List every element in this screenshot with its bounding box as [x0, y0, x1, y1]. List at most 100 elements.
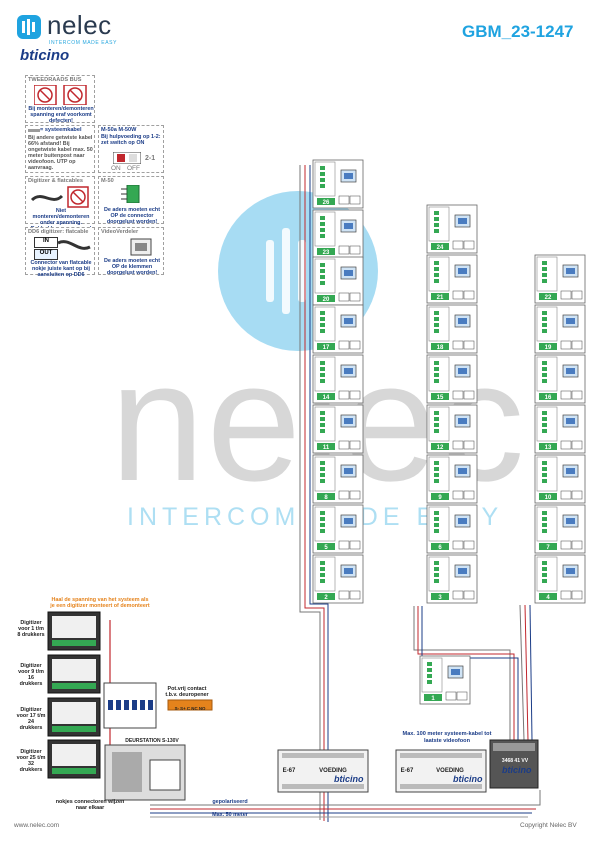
relay-terminal: [167, 699, 213, 711]
column-3-unit-22-terminal-pin: [542, 273, 547, 277]
digitizer-4-connector: [52, 768, 96, 774]
dip-switch: [116, 700, 121, 710]
column-1-unit-5-terminal-pin: [320, 529, 325, 533]
column-2-unit-9-terminal-pin: [434, 461, 439, 465]
column-2-unit-6-number: 6: [438, 545, 442, 551]
column-3-unit-10-n-box: [560, 490, 572, 500]
single-unit-1-p-box: [456, 691, 468, 701]
column-3-unit-7-terminal-pin: [542, 511, 547, 515]
column-2-unit-3-terminal-pin: [434, 579, 439, 583]
column-3-unit-16-number: 16: [545, 395, 552, 401]
column-3-unit-13-number: 13: [545, 445, 552, 451]
verdeler-terminals: [493, 743, 535, 751]
nokjes-note: nokjes connectoren wijzen naar elkaar: [55, 799, 125, 811]
single-unit-1-terminal-pin: [427, 674, 432, 678]
column-2-unit-24-terminal-pin: [434, 229, 439, 233]
column-2-unit-15-p-box: [463, 390, 475, 400]
column-3-unit-10-p-box: [571, 490, 583, 500]
column-1-unit-23-terminal-pin: [320, 216, 325, 220]
max100-label: Max. 100 meter systeem-kabel tot laatste…: [402, 731, 492, 744]
column-2-unit-9-n-box: [452, 490, 464, 500]
column-2-unit-18-number: 18: [437, 345, 444, 351]
wire-bottom-gray: [150, 790, 541, 806]
column-1-unit-26-number-badge: [317, 198, 335, 205]
column-1-unit-23-number: 23: [323, 250, 330, 256]
wire-column-3-red: [524, 604, 529, 741]
column-1-unit-20-number-badge: [317, 295, 335, 302]
column-3-unit-7-number-badge: [539, 543, 557, 550]
column-1-unit-26-number: 26: [323, 200, 330, 206]
column-2-unit-15-number-badge: [431, 393, 449, 400]
column-3-unit-13-terminal-pin: [542, 429, 547, 433]
column-3-unit-19-number: 19: [545, 345, 552, 351]
panel-bus-title: TWEEDRAADS BUS: [28, 77, 82, 83]
column-2-unit-3-terminal-pin: [434, 567, 439, 571]
voeding2-label: VOEDING: [436, 768, 464, 774]
column-3-unit-16-n-box: [560, 390, 572, 400]
panel-m50-2: M-50 De aders moeten echt OP de connecto…: [98, 176, 164, 225]
column-2-unit-3-screen: [458, 568, 467, 574]
column-3-unit-19-p-box: [571, 340, 583, 350]
column-1-unit-17-terminal-pin: [320, 317, 325, 321]
column-1-unit-17-terminal-pin: [320, 329, 325, 333]
column-1-unit-26-p-box: [349, 195, 361, 205]
column-1-unit-14-terminal-pin: [320, 367, 325, 371]
column-2-unit-12-terminal-pin: [434, 417, 439, 421]
switch-off-label: OFF: [127, 165, 140, 172]
column-3-unit-13-terminal-pin: [542, 417, 547, 421]
panel-m50-2-note: De aders moeten echt OP de connector doo…: [103, 207, 161, 225]
column-2-unit-9-screen: [458, 468, 467, 474]
column-2-unit-3-terminal-pin: [434, 561, 439, 565]
column-2-unit-3-p-box: [463, 590, 475, 600]
column-1-unit-23-terminal-pin: [320, 228, 325, 232]
column-1-unit-14-p-box: [349, 390, 361, 400]
wire-column-2-gray: [413, 606, 511, 740]
videoverdeler-icon: [130, 238, 152, 256]
footer-website[interactable]: www.nelec.com: [14, 822, 60, 829]
column-1-unit-5-number: 5: [324, 545, 328, 551]
bticino-logo: bticino: [20, 47, 70, 64]
wire-column-2-red: [417, 606, 515, 740]
column-1-unit-5-screen: [344, 518, 353, 524]
column-1-unit-5-terminal-pin: [320, 511, 325, 515]
panel-vv-note: De aders moeten echt OP de klemmen doorg…: [103, 258, 161, 276]
column-2-unit-24-number-badge: [431, 243, 449, 250]
voeding-2-bottom-terminals: [400, 784, 482, 789]
column-3-unit-7-p-box: [571, 540, 583, 550]
digitizer-1-label-plate: [52, 616, 96, 638]
dip-switch: [108, 700, 113, 710]
panel-cable-note: Bij andere getwiste kabel 66% afstand! B…: [28, 135, 93, 171]
gepolariseerd-label: gepolariseerd: [212, 799, 248, 805]
panel-vv-title: VideoVerdeler: [101, 229, 139, 235]
column-3-unit-7-terminal-pin: [542, 523, 547, 527]
panel-m50-title: M-50a M-50W: [101, 127, 137, 133]
digitizer-2-connector: [52, 683, 96, 689]
column-2-unit-21-number: 21: [437, 295, 444, 301]
column-3-unit-4-p-box: [571, 590, 583, 600]
voeding-2-top-terminals: [400, 753, 482, 758]
column-1-unit-5-terminal-pin: [320, 517, 325, 521]
column-2-unit-21-terminal-pin: [434, 261, 439, 265]
cable-icon: [28, 129, 40, 132]
column-1-unit-23-p-box: [349, 245, 361, 255]
column-2-unit-3-n-box: [452, 590, 464, 600]
panel-m50: M-50a M-50W Bij hulpvoeding op 1-2: zet …: [98, 125, 164, 173]
column-1-unit-26-terminal-pin: [320, 184, 325, 188]
wire-column-1-red: [304, 165, 325, 821]
column-1-unit-8-number-badge: [317, 493, 335, 500]
column-3-unit-13-p-box: [571, 440, 583, 450]
switch-label: 2-1: [145, 155, 156, 162]
digitizer-3-connector: [52, 726, 96, 732]
column-1-unit-14-number-badge: [317, 393, 335, 400]
verdeler-bticino: bticino: [502, 765, 532, 775]
column-2-unit-12-screen: [458, 418, 467, 424]
column-3-unit-13-number-badge: [539, 443, 557, 450]
panel-bus: TWEEDRAADS BUS Bij monteren/demonteren s…: [25, 75, 95, 124]
column-3-unit-10-terminal-pin: [542, 467, 547, 471]
column-1-unit-20-n-box: [338, 292, 350, 302]
column-1-unit-14-terminal-pin: [320, 361, 325, 365]
column-2-unit-12-terminal-pin: [434, 411, 439, 415]
column-1-unit-14-terminal-pin: [320, 379, 325, 383]
footer-copyright: Copyright Nelec BV: [520, 822, 577, 829]
column-2-unit-18-terminal-pin: [434, 311, 439, 315]
